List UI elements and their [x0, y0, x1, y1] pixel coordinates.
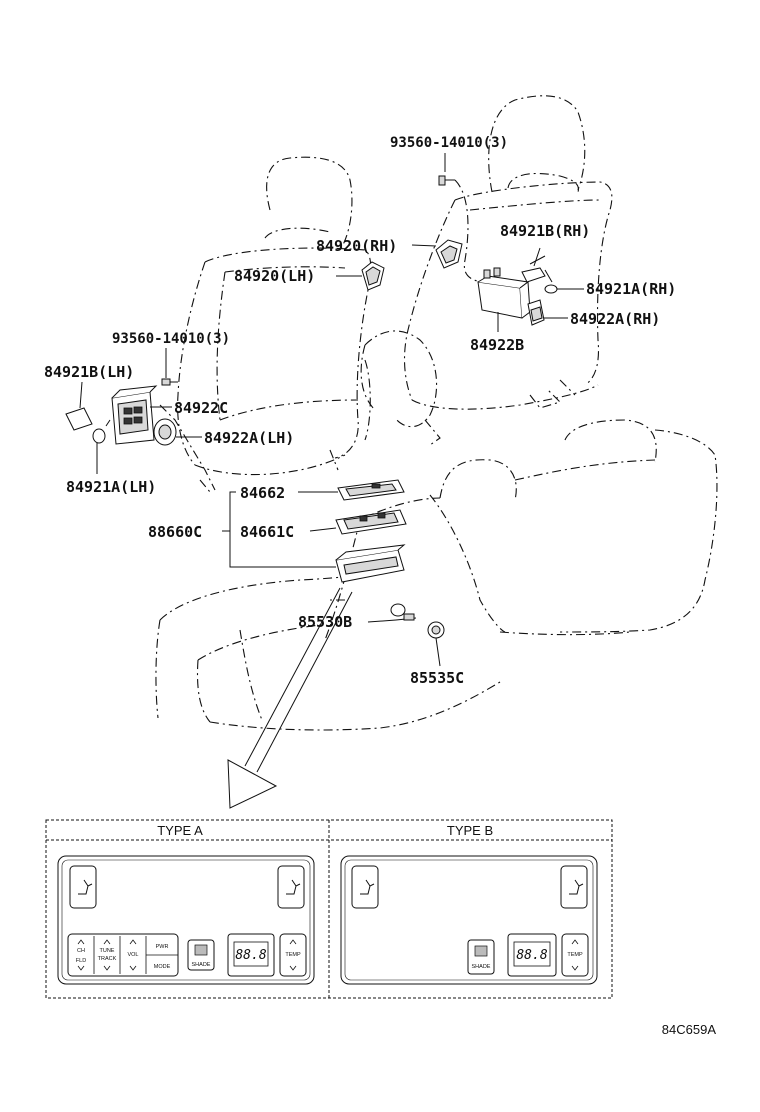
tune-label: TUNE: [100, 948, 115, 954]
leader-84920-rh: [411, 244, 437, 247]
part-84922c-shape: [111, 385, 158, 445]
part-84921b-lh-shape: [65, 407, 93, 431]
bolt-rh: [438, 175, 455, 186]
bracket-88660c-bottom: [229, 531, 336, 568]
label-84661c: 84661C: [240, 523, 294, 541]
type-b-temp-button[interactable]: TEMP: [561, 933, 589, 977]
bracket-88660c-top: [222, 491, 236, 532]
type-a-shade-button[interactable]: SHADE: [187, 939, 215, 971]
leader-84661c: [309, 527, 337, 532]
label-84921a-rh: 84921A(RH): [586, 280, 676, 298]
arrow-up-icon: [77, 939, 85, 945]
arrow-down-icon: [289, 965, 297, 971]
seat-recline-icon: [286, 879, 301, 895]
type-b-header: TYPE B: [447, 823, 493, 838]
type-a-display-value: 88.8: [235, 948, 266, 963]
type-a-audio-buttons: [67, 933, 179, 977]
shade-label: SHADE: [192, 962, 211, 968]
arrow-up-icon: [571, 939, 579, 945]
seat-recline-icon: [569, 879, 584, 895]
shade-icon: [194, 944, 208, 956]
part-84921b-rh-shape: [521, 255, 546, 283]
part-84661c-shape: [335, 509, 407, 535]
panel-detail-box: [45, 819, 613, 999]
label-84921a-lh: 84921A(LH): [66, 478, 156, 496]
part-84922b-shape: [477, 267, 531, 319]
label-84920-lh: 84920(LH): [234, 267, 315, 285]
drawing-reference: 84C659A: [662, 1022, 717, 1037]
type-b-shade-button[interactable]: SHADE: [467, 939, 495, 975]
type-b-seat-button-right[interactable]: [560, 865, 588, 909]
label-84920-rh: 84920(RH): [316, 237, 397, 255]
part-88660c-shape: [335, 544, 406, 583]
label-85535c: 85535C: [410, 669, 464, 687]
part-84922a-lh-shape: [153, 418, 177, 446]
label-84922c: 84922C: [174, 399, 228, 417]
leader-84921b-lh: [79, 381, 83, 409]
seat-recline-icon: [78, 879, 93, 895]
arrow-up-icon: [103, 939, 111, 945]
type-a-seat-button-left[interactable]: [69, 865, 97, 909]
track-label: TRACK: [98, 956, 117, 962]
tune-track-button[interactable]: TUNE TRACK: [98, 939, 117, 971]
seat-recline-icon: [360, 879, 375, 895]
leader-85535c: [435, 637, 441, 667]
label-bolt-lh: 93560-14010(3): [112, 331, 230, 347]
right-seat-outline: [360, 95, 613, 446]
shade-label-b: SHADE: [472, 964, 491, 970]
label-84922b: 84922B: [470, 336, 524, 354]
part-84921a-rh-shape: [544, 269, 558, 294]
mode-button[interactable]: MODE: [154, 964, 171, 970]
vol-button[interactable]: VOL: [127, 939, 139, 971]
part-84920-rh-shape: [435, 239, 463, 269]
arrow-up-icon: [129, 939, 137, 945]
type-a-header: TYPE A: [157, 823, 203, 838]
label-88660c: 88660C: [148, 523, 202, 541]
label-84922a-lh: 84922A(LH): [204, 429, 294, 447]
part-84920-lh-shape: [361, 261, 385, 291]
type-b-display-value: 88.8: [516, 948, 547, 963]
type-a-display: 88.8: [227, 933, 275, 977]
part-85535c-shape: [427, 621, 445, 639]
part-84922a-rh-shape: [527, 299, 545, 326]
bolt-lh: [161, 378, 178, 386]
rear-bench-outline: [155, 419, 718, 731]
arrow-down-icon: [129, 965, 137, 971]
shade-icon: [474, 945, 488, 957]
ch-label: CH: [77, 948, 85, 954]
type-b-display: 88.8: [507, 933, 557, 977]
label-84921b-rh: 84921B(RH): [500, 222, 590, 240]
type-b-seat-button-left[interactable]: [351, 865, 379, 909]
temp-label-b: TEMP: [567, 952, 583, 958]
part-84921a-lh-shape: [92, 419, 111, 444]
type-a-seat-button-right[interactable]: [277, 865, 305, 909]
ch-fld-button[interactable]: CH FLD: [76, 939, 86, 971]
fld-label: FLD: [76, 958, 86, 964]
arrow-down-icon: [571, 965, 579, 971]
label-84921b-lh: 84921B(LH): [44, 363, 134, 381]
mode-label: MODE: [154, 964, 171, 970]
label-85530b: 85530B: [298, 613, 352, 631]
arrow-up-icon: [289, 939, 297, 945]
type-a-temp-button[interactable]: TEMP: [279, 933, 307, 977]
bolt-rh-path: [454, 179, 483, 283]
part-85530b-shape: [390, 603, 417, 621]
arrow-down-icon: [103, 965, 111, 971]
label-84922a-rh: 84922A(RH): [570, 310, 660, 328]
leader-arrow-icon: [227, 587, 353, 809]
temp-label: TEMP: [285, 952, 301, 958]
leader-85530b: [367, 619, 397, 623]
pwr-label: PWR: [156, 944, 169, 950]
arrow-down-icon: [77, 965, 85, 971]
vol-label: VOL: [127, 952, 138, 958]
part-84662-shape: [337, 479, 405, 501]
label-bolt-rh: 93560-14010(3): [390, 135, 508, 151]
label-84662: 84662: [240, 484, 285, 502]
leader-84921b-rh: [533, 247, 541, 267]
pwr-button[interactable]: PWR: [156, 944, 169, 950]
